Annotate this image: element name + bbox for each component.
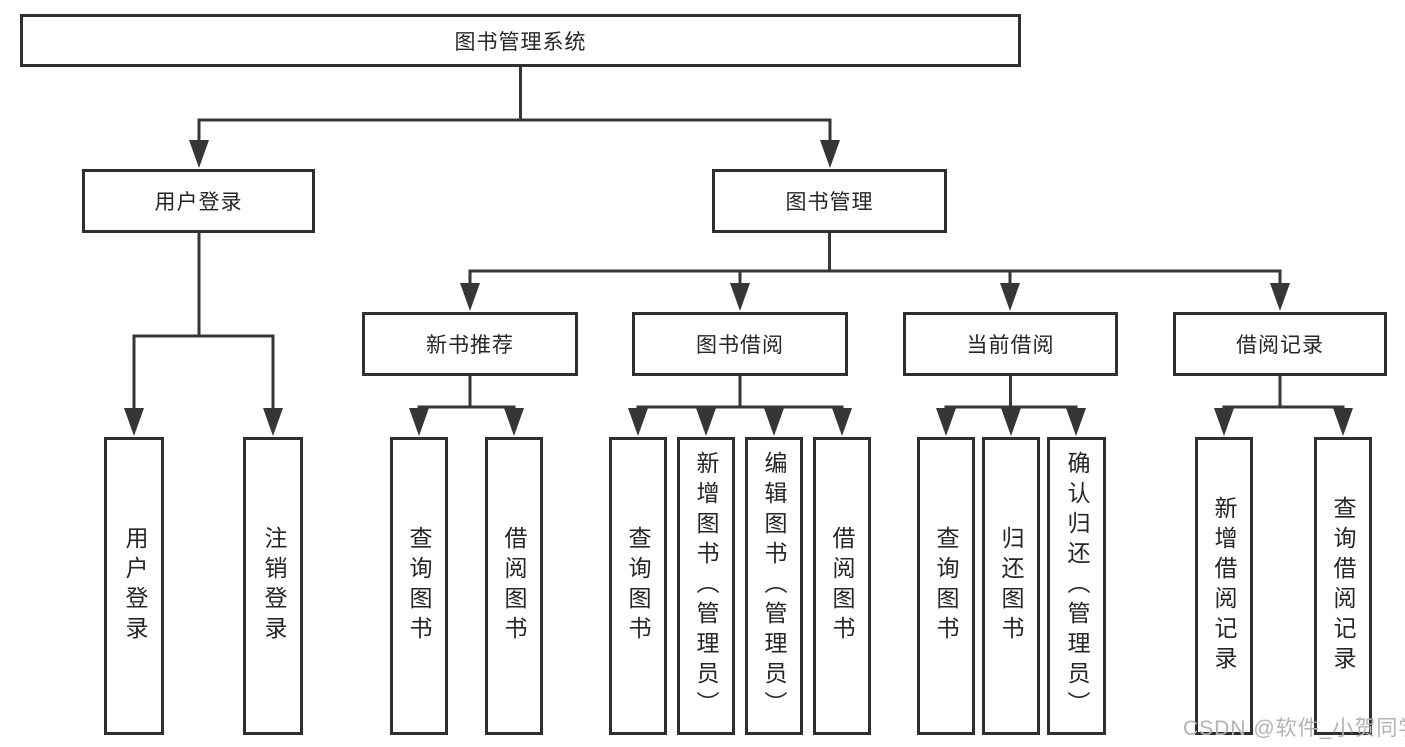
arrowheads [124, 140, 1353, 436]
leaf-borrow-books-borrowing: 借阅图书 [813, 437, 871, 735]
leaf-add-borrow-record: 新增借阅记录 [1195, 437, 1253, 735]
leaf-query-books-borrowing: 查询图书 [609, 437, 667, 735]
node-borrowing-records: 借阅记录 [1173, 312, 1387, 376]
csdn-watermark: CSDN @软件_小贺同学 [1183, 717, 1405, 740]
leaf-user-login: 用户登录 [104, 437, 164, 735]
leaf-return-books: 归还图书 [982, 437, 1040, 735]
node-book-borrowing: 图书借阅 [632, 312, 848, 376]
leaf-add-book-admin: 新增图书（管理员） [677, 437, 735, 735]
leaf-borrow-books-recommend: 借阅图书 [485, 437, 543, 735]
leaf-logout: 注销登录 [243, 437, 303, 735]
leaf-query-books-recommend: 查询图书 [390, 437, 448, 735]
node-book-management: 图书管理 [712, 169, 947, 233]
node-current-borrowing: 当前借阅 [903, 312, 1118, 376]
node-new-book-recommend: 新书推荐 [362, 312, 578, 376]
leaf-edit-book-admin: 编辑图书（管理员） [745, 437, 803, 735]
leaf-confirm-return-admin: 确认归还（管理员） [1047, 437, 1106, 735]
leaf-query-books-current: 查询图书 [917, 437, 975, 735]
node-user-login: 用户登录 [82, 169, 315, 233]
node-library-management-system: 图书管理系统 [20, 14, 1021, 67]
leaf-query-borrow-record: 查询借阅记录 [1314, 437, 1372, 735]
